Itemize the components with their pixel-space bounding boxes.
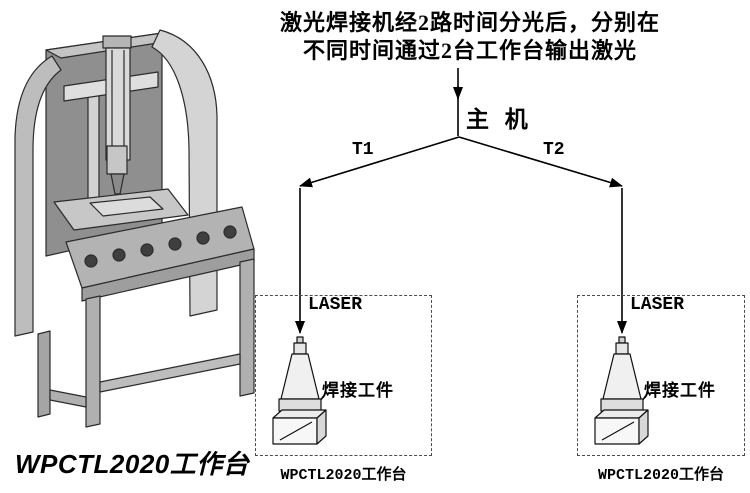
machine-top-motor [102, 35, 132, 49]
machine-front-rail [99, 353, 241, 393]
branch-t2-label: T2 [543, 140, 565, 160]
main-unit-label: 主 机 [466, 107, 533, 132]
figure-title: 激光焊接机经2路时间分光后，分别在 不同时间通过2台工作台输出激光 [246, 9, 694, 65]
machine-leg-front-left [85, 295, 101, 428]
machine-z-column-grooves [111, 50, 125, 158]
machine-leg-front-right [239, 258, 255, 397]
workpiece-label-right: 焊接工件 [644, 381, 716, 400]
branch-line-t1 [299, 136, 460, 188]
machine-illustration [14, 29, 255, 428]
laser-label-left: LASER [308, 295, 363, 315]
machine-z-carriage [106, 145, 128, 175]
machine-table-plate [89, 196, 164, 217]
station-caption-right: WPCTL2020工作台 [597, 467, 724, 484]
machine-knob [112, 248, 126, 262]
machine-knob [223, 225, 237, 239]
machine-leg-back-left [37, 330, 51, 418]
machine-knob [196, 231, 210, 245]
station-boundary-left [255, 295, 432, 456]
machine-knob [84, 254, 98, 268]
machine-z-column [105, 47, 131, 161]
machine-left-wall [14, 55, 62, 337]
branch-line-t2 [458, 136, 623, 188]
machine-knob [168, 237, 182, 251]
machine-gantry-column [87, 83, 100, 200]
workpiece-label-left: 焊接工件 [322, 381, 394, 400]
machine-knob [140, 243, 154, 257]
branch-t1-label: T1 [352, 140, 374, 160]
machine-caption: WPCTL2020工作台 [15, 449, 250, 479]
figure-title-line2: 不同时间通过2台工作台输出激光 [302, 38, 637, 63]
station-boundary-right [577, 295, 745, 456]
station-caption-left: WPCTL2020工作台 [280, 467, 407, 484]
laser-label-right: LASER [630, 295, 685, 315]
figure-title-line1: 激光焊接机经2路时间分光后，分别在 [279, 10, 660, 35]
machine-side-rail [49, 389, 87, 408]
